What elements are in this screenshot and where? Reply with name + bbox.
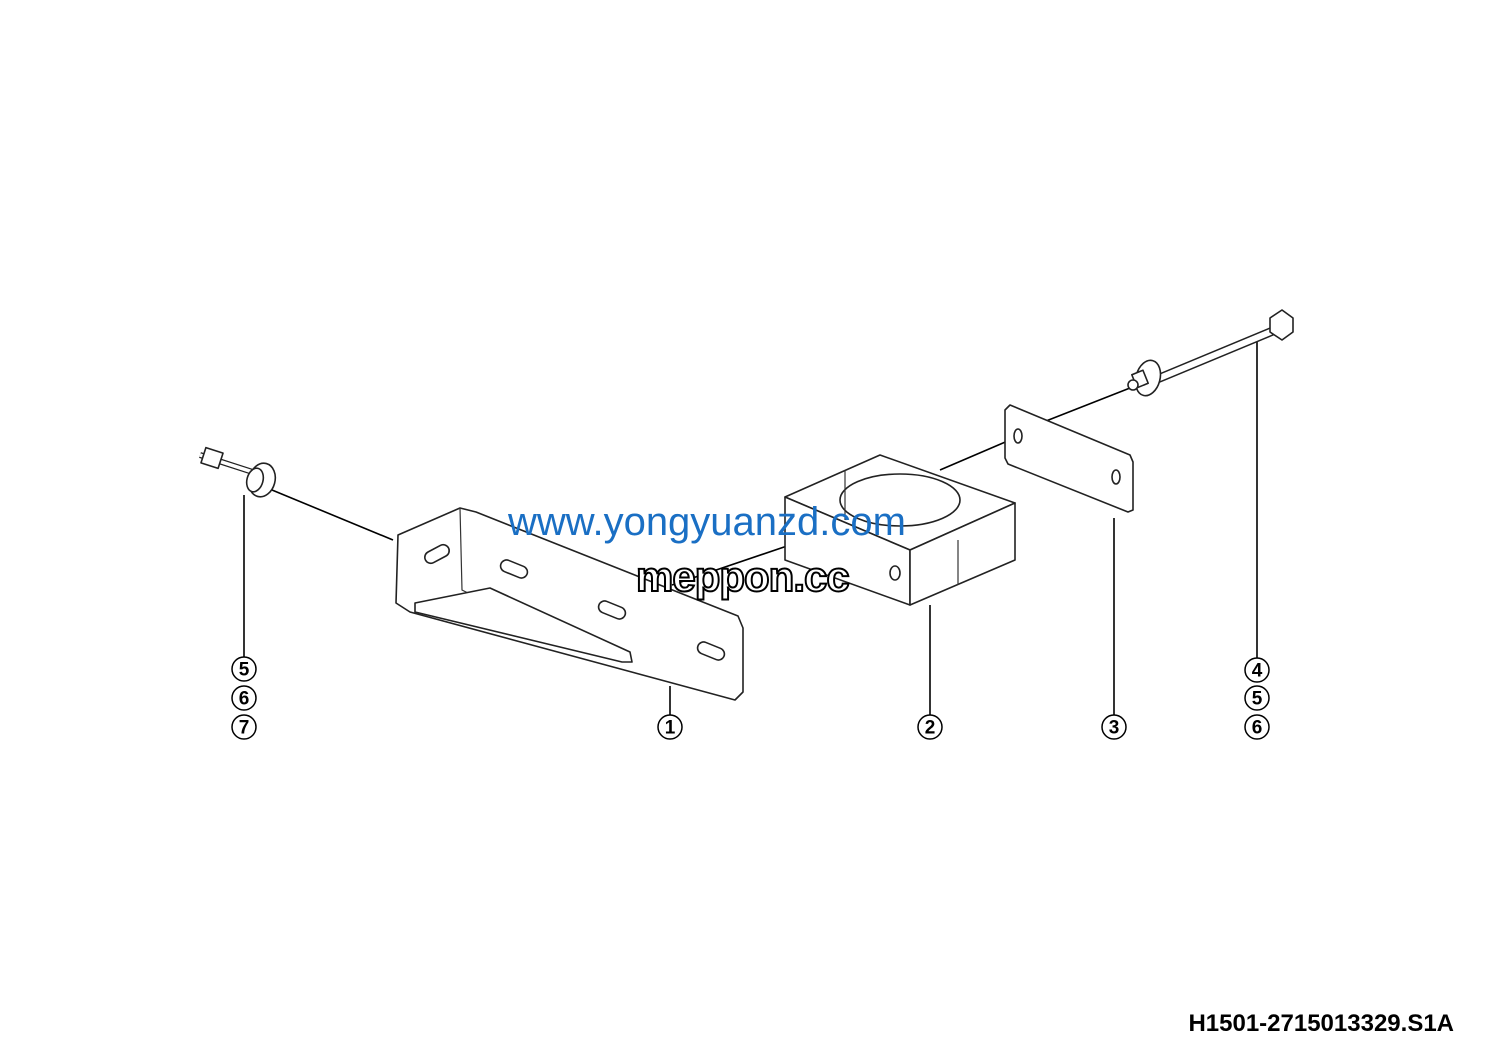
svg-text:3: 3 xyxy=(1109,718,1120,739)
clamp-block-part xyxy=(784,454,1016,606)
svg-text:2: 2 xyxy=(925,718,936,739)
watermark-yongyuanzd: www.yongyuanzd.com xyxy=(508,500,906,544)
svg-text:5: 5 xyxy=(1252,689,1263,710)
callout-6-right: 6 xyxy=(1244,714,1270,740)
callout-1: 1 xyxy=(657,714,683,740)
callout-5-right: 5 xyxy=(1244,685,1270,711)
svg-text:1: 1 xyxy=(665,718,676,739)
callout-4: 4 xyxy=(1244,657,1270,683)
svg-text:4: 4 xyxy=(1252,661,1263,682)
right-bolt-assembly xyxy=(1127,309,1294,397)
spacer-plate-part xyxy=(1004,404,1134,513)
svg-text:6: 6 xyxy=(239,689,250,710)
bracket-part xyxy=(395,507,744,701)
left-bolt-assembly xyxy=(199,446,277,498)
svg-text:7: 7 xyxy=(239,718,250,739)
svg-text:5: 5 xyxy=(239,660,250,681)
callout-2: 2 xyxy=(917,714,943,740)
watermark-meppon: meppon.cc xyxy=(635,553,851,600)
callout-7-left: 7 xyxy=(231,714,257,740)
callout-5-left: 5 xyxy=(231,656,257,682)
callout-3: 3 xyxy=(1101,714,1127,740)
drawing-code: H1501-2715013329.S1A xyxy=(1188,1010,1454,1037)
callout-6-left: 6 xyxy=(231,685,257,711)
svg-text:6: 6 xyxy=(1252,718,1263,739)
